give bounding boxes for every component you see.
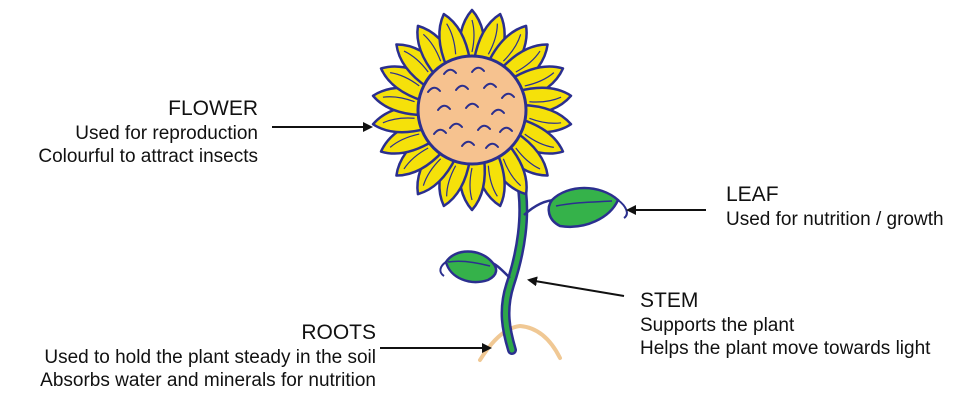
roots-label: ROOTS Used to hold the plant steady in t… — [40, 320, 376, 392]
leaf-title: LEAF — [726, 182, 944, 208]
roots-title: ROOTS — [40, 320, 376, 346]
stem-desc-1: Supports the plant — [640, 314, 930, 337]
leaf-right — [549, 188, 627, 227]
flower-label: FLOWER Used for reproduction Colourful t… — [38, 96, 258, 168]
stem-title: STEM — [640, 288, 930, 314]
stem-label: STEM Supports the plant Helps the plant … — [640, 288, 930, 360]
leaf-left — [440, 252, 496, 282]
stem-desc-2: Helps the plant move towards light — [640, 337, 930, 360]
flower-desc-2: Colourful to attract insects — [38, 145, 258, 168]
roots-desc-1: Used to hold the plant steady in the soi… — [40, 346, 376, 369]
flower-title: FLOWER — [38, 96, 258, 122]
leaf-desc-1: Used for nutrition / growth — [726, 208, 944, 231]
flower-desc-1: Used for reproduction — [38, 122, 258, 145]
arrow-stem — [529, 280, 624, 296]
roots-desc-2: Absorbs water and minerals for nutrition — [40, 369, 376, 392]
soil-mound — [480, 326, 560, 360]
leaf-label: LEAF Used for nutrition / growth — [726, 182, 944, 231]
